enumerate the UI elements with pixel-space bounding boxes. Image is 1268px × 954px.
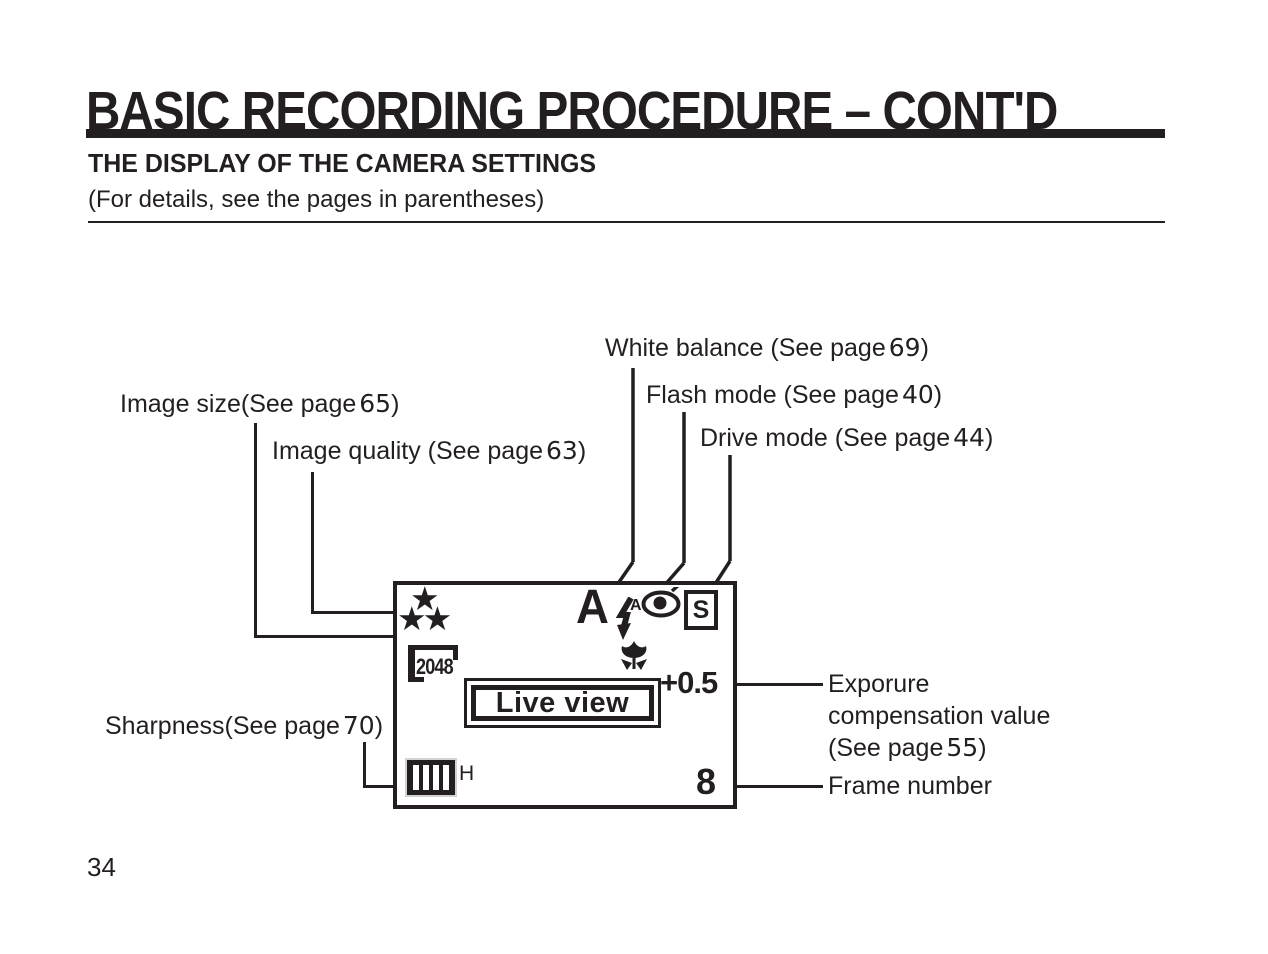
image-size-value: 2048 xyxy=(416,654,454,679)
leader-sharpness-vertical xyxy=(363,742,366,788)
leader-image-quality-vertical xyxy=(311,472,314,614)
section-note: (For details, see the pages in parenthes… xyxy=(88,186,545,213)
section-divider xyxy=(88,221,1165,223)
flash-auto-label: A xyxy=(630,597,642,614)
sharpness-value: H xyxy=(459,762,475,785)
label-exposure-line1: Exporure xyxy=(828,670,930,698)
label-image-size-text: Image size(See page xyxy=(120,390,357,418)
live-view-label: Live view xyxy=(495,686,630,719)
battery-bar xyxy=(433,765,439,790)
drive-mode-value: S xyxy=(692,595,710,624)
label-white-balance-text: White balance (See page xyxy=(605,334,886,362)
leader-sharpness-horizontal xyxy=(363,785,409,788)
image-size-frame-icon: 2048 xyxy=(408,645,458,682)
top-leader-lines xyxy=(599,368,732,609)
label-frame-number: Frame number xyxy=(828,772,992,800)
exposure-compensation-value: +0.5 xyxy=(660,665,718,700)
label-image-size-suffix: ) xyxy=(391,390,400,418)
live-view-inner-box: Live view xyxy=(471,685,654,721)
label-white-balance-page: 69 xyxy=(888,333,921,362)
leader-image-size-horizontal xyxy=(254,635,424,638)
white-balance-value: A xyxy=(576,581,609,634)
label-flash-mode-text: Flash mode (See page xyxy=(646,381,899,409)
label-sharpness-text: Sharpness(See page xyxy=(105,712,340,740)
label-exposure-line2: compensation value xyxy=(828,702,1051,730)
label-exposure-line3-text: (See page xyxy=(828,734,944,762)
page-number: 34 xyxy=(87,852,116,882)
flash-bolt-icon xyxy=(615,597,634,640)
drive-mode-box: S xyxy=(684,590,718,630)
label-flash-mode-page: 40 xyxy=(901,380,934,409)
label-exposure-page: 55 xyxy=(946,733,979,762)
label-white-balance-suffix: ) xyxy=(920,334,929,362)
quality-stars-icon: ★★ xyxy=(397,599,452,638)
quality-star-icon: ★ xyxy=(410,579,440,618)
frame-number-value: 8 xyxy=(696,761,717,802)
title-underline xyxy=(86,129,1165,138)
leader-exposure-horizontal xyxy=(719,683,823,686)
battery-bar xyxy=(423,765,429,790)
label-sharpness-page: 70 xyxy=(342,711,375,740)
label-image-quality-page: 63 xyxy=(546,436,578,465)
label-image-quality-text: Image quality (See page xyxy=(272,437,544,465)
leader-frame-horizontal xyxy=(719,785,823,788)
red-eye-reduction-icon xyxy=(641,587,681,618)
label-exposure-suffix: ) xyxy=(978,734,987,762)
label-flash-mode-suffix: ) xyxy=(933,381,943,409)
camera-lcd-display: ★ ★★ 2048 A A S +0.5 Live view xyxy=(393,581,737,809)
label-drive-mode-suffix: ) xyxy=(984,424,994,452)
macro-flower-icon xyxy=(621,641,647,670)
battery-level-icon xyxy=(407,760,455,795)
leader-image-size-vertical xyxy=(254,423,257,638)
battery-bar xyxy=(443,765,449,790)
label-image-size-page: 65 xyxy=(359,389,392,418)
label-drive-mode-text: Drive mode (See page xyxy=(700,424,951,452)
live-view-box: Live view xyxy=(464,678,661,728)
label-drive-mode-page: 44 xyxy=(953,423,985,452)
section-heading: THE DISPLAY OF THE CAMERA SETTINGS xyxy=(88,148,597,178)
label-image-quality-suffix: ) xyxy=(577,437,587,465)
battery-bar xyxy=(413,765,419,790)
label-sharpness-suffix: ) xyxy=(374,712,384,740)
leader-image-quality-horizontal xyxy=(311,611,407,614)
